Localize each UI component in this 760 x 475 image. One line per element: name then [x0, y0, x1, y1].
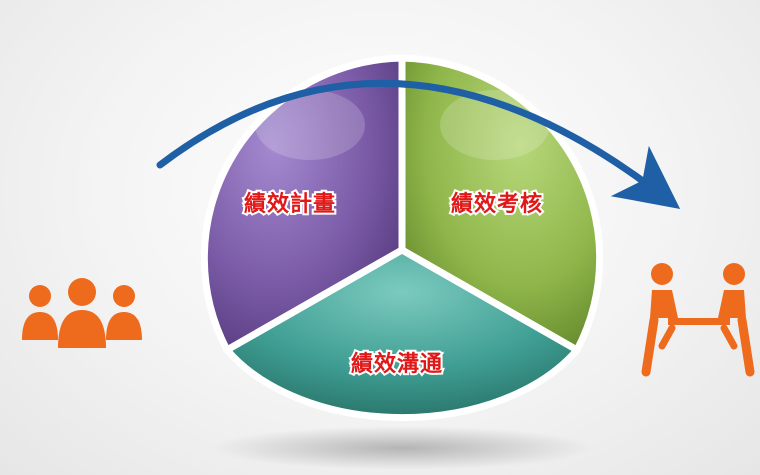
segment-communicate — [223, 246, 581, 422]
gloss-assess — [440, 90, 550, 160]
cycle-arrow — [156, 79, 681, 209]
gloss-plan — [255, 90, 365, 160]
label-plan: 績效計畫 — [244, 191, 336, 217]
label-assess: 績效考核 — [451, 191, 543, 217]
team-icon — [22, 278, 142, 348]
pie-shadow — [212, 426, 592, 470]
meeting-icon — [641, 263, 755, 377]
cycle-pie — [200, 54, 604, 422]
label-communicate: 績效溝通 — [351, 351, 443, 377]
